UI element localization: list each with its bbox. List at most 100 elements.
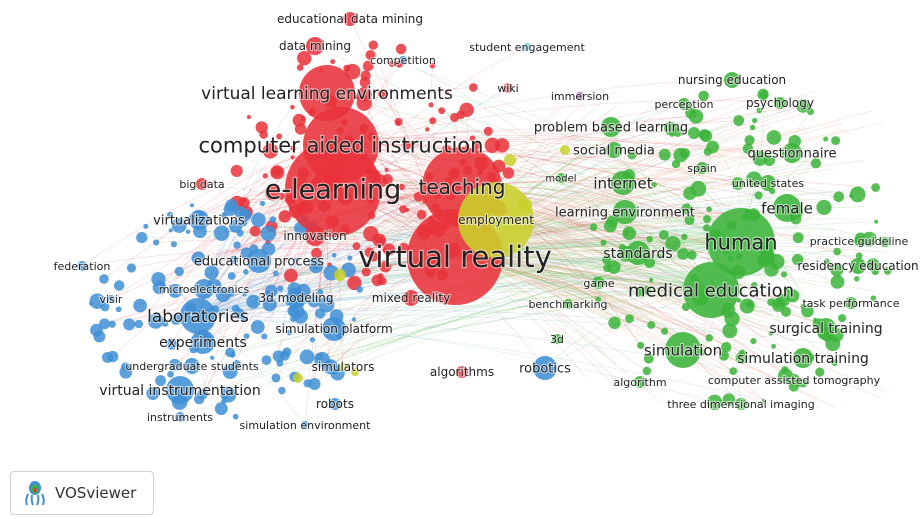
- term-node[interactable]: [247, 249, 271, 273]
- network-node[interactable]: [792, 253, 804, 266]
- term-node[interactable]: [322, 317, 346, 341]
- network-node[interactable]: [361, 267, 371, 277]
- network-node[interactable]: [134, 319, 144, 329]
- network-node[interactable]: [830, 274, 845, 289]
- network-node[interactable]: [126, 263, 136, 273]
- term-label[interactable]: innovation: [282, 228, 348, 244]
- network-node[interactable]: [703, 147, 712, 156]
- term-node[interactable]: [339, 363, 347, 371]
- network-node[interactable]: [780, 271, 788, 278]
- network-node[interactable]: [883, 266, 892, 275]
- network-node[interactable]: [736, 298, 742, 303]
- network-node[interactable]: [744, 135, 755, 146]
- network-node[interactable]: [232, 360, 241, 369]
- network-node[interactable]: [229, 219, 243, 233]
- network-node[interactable]: [870, 295, 877, 301]
- term-node[interactable]: [166, 376, 194, 404]
- term-node[interactable]: [286, 288, 306, 308]
- network-node[interactable]: [688, 126, 701, 140]
- term-label[interactable]: data mining: [278, 38, 352, 54]
- network-node[interactable]: [255, 121, 268, 134]
- term-node[interactable]: [626, 241, 650, 265]
- network-node[interactable]: [746, 171, 762, 188]
- network-node[interactable]: [352, 242, 361, 251]
- network-node[interactable]: [635, 288, 644, 297]
- term-label[interactable]: virtual learning environments: [200, 83, 454, 105]
- term-node[interactable]: [576, 92, 584, 100]
- network-node[interactable]: [783, 287, 790, 293]
- network-node[interactable]: [739, 298, 755, 314]
- network-node[interactable]: [334, 269, 346, 281]
- network-node[interactable]: [168, 358, 181, 371]
- network-node[interactable]: [278, 386, 286, 395]
- network-node[interactable]: [351, 317, 357, 322]
- network-node[interactable]: [214, 402, 228, 416]
- network-node[interactable]: [375, 236, 385, 246]
- network-node[interactable]: [833, 247, 841, 256]
- network-node[interactable]: [815, 367, 825, 377]
- network-node[interactable]: [307, 294, 321, 308]
- term-node[interactable]: [793, 348, 813, 368]
- term-node[interactable]: [194, 279, 214, 299]
- network-node[interactable]: [642, 366, 652, 376]
- network-node[interactable]: [308, 259, 324, 274]
- term-label[interactable]: questionnaire: [746, 145, 837, 162]
- network-node[interactable]: [769, 253, 785, 270]
- network-node[interactable]: [239, 209, 252, 222]
- network-node[interactable]: [771, 298, 786, 312]
- term-label[interactable]: federation: [53, 259, 112, 274]
- network-node[interactable]: [227, 272, 236, 280]
- network-node[interactable]: [502, 167, 515, 179]
- network-node[interactable]: [88, 301, 94, 306]
- network-node[interactable]: [663, 121, 678, 136]
- network-node[interactable]: [233, 308, 245, 320]
- network-node[interactable]: [243, 333, 250, 340]
- network-node[interactable]: [277, 285, 284, 292]
- network-node[interactable]: [371, 274, 384, 287]
- network-node[interactable]: [272, 350, 285, 363]
- network-node[interactable]: [158, 281, 165, 288]
- network-node[interactable]: [364, 247, 375, 258]
- term-label[interactable]: algorithms: [429, 364, 495, 380]
- network-node[interactable]: [685, 107, 697, 119]
- term-node[interactable]: [611, 171, 635, 195]
- network-node[interactable]: [166, 338, 178, 350]
- network-node[interactable]: [101, 351, 113, 363]
- term-node[interactable]: [760, 175, 776, 191]
- network-node[interactable]: [368, 40, 378, 50]
- network-node[interactable]: [246, 114, 252, 120]
- network-node[interactable]: [413, 191, 424, 202]
- term-node[interactable]: [854, 236, 864, 246]
- network-node[interactable]: [781, 366, 789, 374]
- term-node[interactable]: [196, 178, 208, 190]
- network-node[interactable]: [99, 274, 109, 284]
- network-node[interactable]: [504, 154, 516, 166]
- network-node[interactable]: [483, 126, 493, 136]
- network-node[interactable]: [806, 108, 814, 116]
- network-node[interactable]: [167, 370, 174, 378]
- network-node[interactable]: [251, 212, 266, 228]
- network-node[interactable]: [377, 89, 386, 98]
- network-node[interactable]: [147, 313, 164, 329]
- network-node[interactable]: [221, 211, 228, 219]
- network-node[interactable]: [115, 306, 122, 313]
- term-node[interactable]: [107, 295, 115, 303]
- network-node[interactable]: [833, 191, 844, 203]
- term-node[interactable]: [503, 83, 513, 93]
- network-node[interactable]: [290, 155, 295, 160]
- network-node[interactable]: [262, 297, 277, 312]
- term-label[interactable]: educational data mining: [276, 11, 424, 27]
- term-node[interactable]: [606, 142, 622, 158]
- network-node[interactable]: [269, 216, 277, 224]
- network-node[interactable]: [705, 334, 714, 342]
- term-node[interactable]: [175, 412, 185, 422]
- term-label[interactable]: employment: [457, 212, 535, 228]
- term-node[interactable]: [678, 98, 690, 110]
- network-node[interactable]: [233, 241, 241, 249]
- term-node[interactable]: [77, 261, 87, 271]
- network-node[interactable]: [658, 229, 669, 240]
- term-node[interactable]: [773, 194, 801, 222]
- network-node[interactable]: [718, 350, 729, 361]
- term-label[interactable]: social media: [572, 142, 656, 159]
